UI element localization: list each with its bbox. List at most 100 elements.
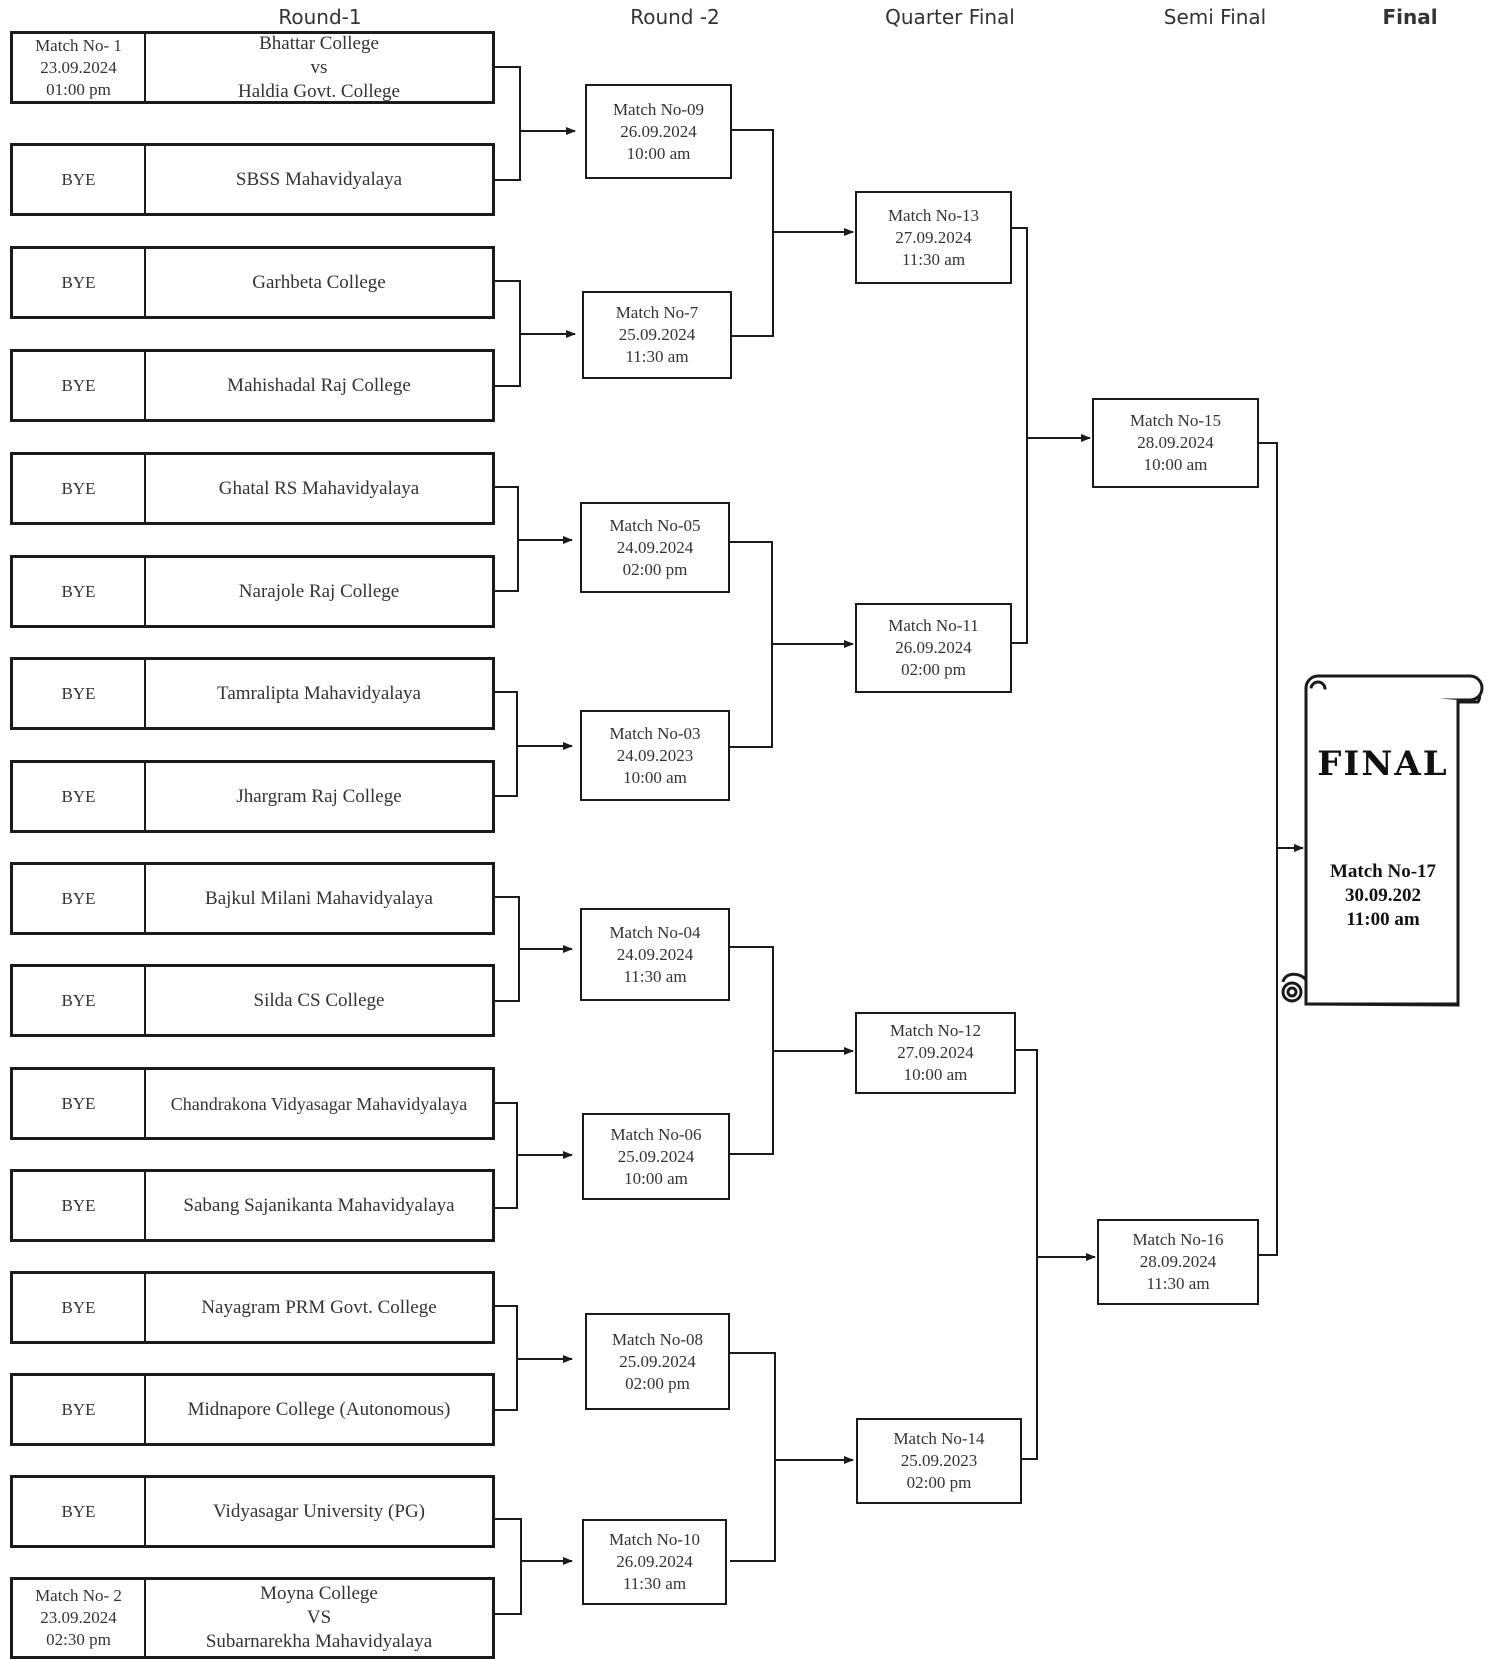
round1-team: Mahishadal Raj College bbox=[227, 374, 411, 396]
round2-match-box-4: Match No-03 24.09.2023 10:00 am bbox=[580, 710, 730, 801]
connector-qf-pair-1 bbox=[1012, 227, 1028, 644]
match-number: Match No-16 bbox=[1132, 1230, 1224, 1249]
round1-team: Narajole Raj College bbox=[238, 580, 400, 602]
round1-team: Jhargram Raj College bbox=[236, 785, 402, 807]
round1-entry-9: BYE Bajkul Milani Mahavidyalaya bbox=[10, 862, 495, 935]
match-number: Match No-04 bbox=[609, 922, 701, 942]
match-time: 11:30 am bbox=[901, 249, 966, 269]
connector-r1-pair-1 bbox=[495, 66, 521, 181]
connector-r2-pair-4 bbox=[730, 1352, 776, 1562]
round1-team: Chandrakona Vidyasagar Mahavidyalaya bbox=[170, 1093, 468, 1114]
round1-team: Tamralipta Mahavidyalaya bbox=[217, 682, 421, 704]
round1-entry-6: BYE Narajole Raj College bbox=[10, 555, 495, 628]
round1-entry-4: BYE Mahishadal Raj College bbox=[10, 349, 495, 422]
connector-r2-pair-3 bbox=[730, 946, 774, 1155]
round1-seed: BYE bbox=[13, 249, 146, 316]
match-date: 25.09.2024 bbox=[617, 1146, 695, 1166]
round1-seed: BYE bbox=[13, 1172, 146, 1239]
final-title: FINAL bbox=[1317, 744, 1449, 784]
round1-team: Silda CS College bbox=[253, 989, 385, 1011]
match-time: 10:00 am bbox=[626, 143, 691, 163]
connector-r2-pair-1 bbox=[732, 129, 774, 337]
round1-entry-7: BYE Tamralipta Mahavidyalaya bbox=[10, 657, 495, 730]
match-number: Match No-12 bbox=[889, 1021, 982, 1040]
round1-entry-5: BYE Ghatal RS Mahavidyalaya bbox=[10, 452, 495, 525]
round2-match-box-2: Match No-7 25.09.2024 11:30 am bbox=[582, 291, 732, 379]
round1-seed: BYE bbox=[13, 352, 146, 419]
quarter-match-box-2: Match No-11 26.09.2024 02:00 pm bbox=[855, 603, 1012, 693]
round1-seed: BYE bbox=[13, 763, 146, 830]
match-time: 02:00 pm bbox=[901, 660, 966, 679]
round1-entry-11: BYE Chandrakona Vidyasagar Mahavidyalaya bbox=[10, 1067, 495, 1140]
round1-seed: BYE bbox=[13, 1376, 146, 1443]
match-date: 26.09.2024 bbox=[616, 1552, 693, 1571]
round1-team: Vidyasagar University (PG) bbox=[212, 1500, 426, 1522]
match-time: 02:00 pm bbox=[622, 559, 688, 579]
round1-entry-13: BYE Nayagram PRM Govt. College bbox=[10, 1271, 495, 1344]
final-match-date: 30.09.202 bbox=[1345, 885, 1421, 906]
match-time: 10:00 am bbox=[903, 1065, 968, 1084]
round2-match-box-6: Match No-06 25.09.2024 10:00 am bbox=[582, 1113, 730, 1200]
match-date: 25.09.2024 bbox=[618, 325, 696, 344]
connector-r1-pair-6 bbox=[495, 1102, 518, 1209]
round1-entry-1: Match No- 1 23.09.2024 01:00 pm Bhattar … bbox=[10, 31, 495, 104]
match-date: 27.09.2024 bbox=[895, 227, 972, 247]
match-time: 10:00 am bbox=[624, 1168, 688, 1188]
round1-seed: BYE bbox=[13, 1070, 146, 1137]
connector-r1-pair-4 bbox=[495, 691, 518, 797]
round2-match-box-5: Match No-04 24.09.2024 11:30 am bbox=[580, 908, 730, 1001]
final-scroll bbox=[1281, 674, 1484, 1007]
match-number: Match No-05 bbox=[609, 515, 701, 535]
round1-team: Sabang Sajanikanta Mahavidyalaya bbox=[183, 1194, 455, 1216]
match-time: 11:30 am bbox=[1146, 1274, 1210, 1293]
round1-entry-15: BYE Vidyasagar University (PG) bbox=[10, 1475, 495, 1548]
match-date: 25.09.2023 bbox=[900, 1451, 978, 1470]
match-number: Match No-09 bbox=[612, 99, 705, 119]
round1-entry-3: BYE Garhbeta College bbox=[10, 246, 495, 319]
quarter-match-box-3: Match No-12 27.09.2024 10:00 am bbox=[855, 1012, 1016, 1094]
final-match-number: Match No-17 bbox=[1329, 861, 1437, 882]
match-time: 02:00 pm bbox=[625, 1373, 690, 1393]
match-date: 24.09.2023 bbox=[616, 745, 694, 765]
connector-qf-pair-2 bbox=[1016, 1049, 1038, 1460]
quarter-final-header: Quarter Final bbox=[885, 5, 1015, 29]
match-number: Match No-11 bbox=[888, 616, 979, 635]
match-time: 11:30 am bbox=[625, 347, 689, 366]
round2-match-box-1: Match No-09 26.09.2024 10:00 am bbox=[585, 84, 732, 179]
match-date: 28.09.2024 bbox=[1137, 433, 1214, 452]
round1-entry-2: BYE SBSS Mahavidyalaya bbox=[10, 143, 495, 216]
round1-seed: BYE bbox=[13, 455, 146, 522]
round1-team: Garhbeta College bbox=[252, 271, 386, 293]
round1-seed: Match No- 1 23.09.2024 01:00 pm bbox=[13, 34, 146, 101]
quarter-match-box-4: Match No-14 25.09.2023 02:00 pm bbox=[856, 1418, 1022, 1504]
match-date: 24.09.2024 bbox=[616, 537, 694, 557]
quarter-match-box-1: Match No-13 27.09.2024 11:30 am bbox=[855, 191, 1012, 284]
match-date: 26.09.2024 bbox=[895, 638, 972, 657]
semi-match-box-1: Match No-15 28.09.2024 10:00 am bbox=[1092, 398, 1259, 488]
connector-sf-pair bbox=[1259, 442, 1278, 1256]
connector-r1-pair-3 bbox=[495, 486, 519, 592]
match-number: Match No-14 bbox=[893, 1429, 985, 1448]
match-date: 28.09.2024 bbox=[1139, 1252, 1217, 1271]
round2-match-box-7: Match No-08 25.09.2024 02:00 pm bbox=[585, 1313, 730, 1410]
round1-seed: Match No- 2 23.09.2024 02:30 pm bbox=[13, 1580, 146, 1656]
final-match-time: 11:00 am bbox=[1346, 909, 1420, 930]
match-number: Match No-08 bbox=[611, 1329, 704, 1349]
round1-seed: BYE bbox=[13, 1274, 146, 1341]
match-date: 24.09.2024 bbox=[616, 944, 694, 964]
round1-entry-14: BYE Midnapore College (Autonomous) bbox=[10, 1373, 495, 1446]
match-time: 11:30 am bbox=[623, 966, 687, 986]
match-number: Match No-15 bbox=[1129, 411, 1222, 430]
connector-r1-pair-5 bbox=[495, 896, 520, 1002]
match-date: 25.09.2024 bbox=[619, 1351, 696, 1371]
match-time: 10:00 am bbox=[1143, 455, 1208, 474]
round1-seed: BYE bbox=[13, 558, 146, 625]
connector-r1-pair-8 bbox=[495, 1518, 522, 1615]
match-time: 02:00 pm bbox=[906, 1473, 972, 1492]
match-date: 26.09.2024 bbox=[620, 121, 697, 141]
match-time: 11:30 am bbox=[622, 1574, 687, 1593]
connector-r1-pair-2 bbox=[495, 280, 521, 387]
round1-entry-16: Match No- 2 23.09.2024 02:30 pm Moyna Co… bbox=[10, 1577, 495, 1659]
